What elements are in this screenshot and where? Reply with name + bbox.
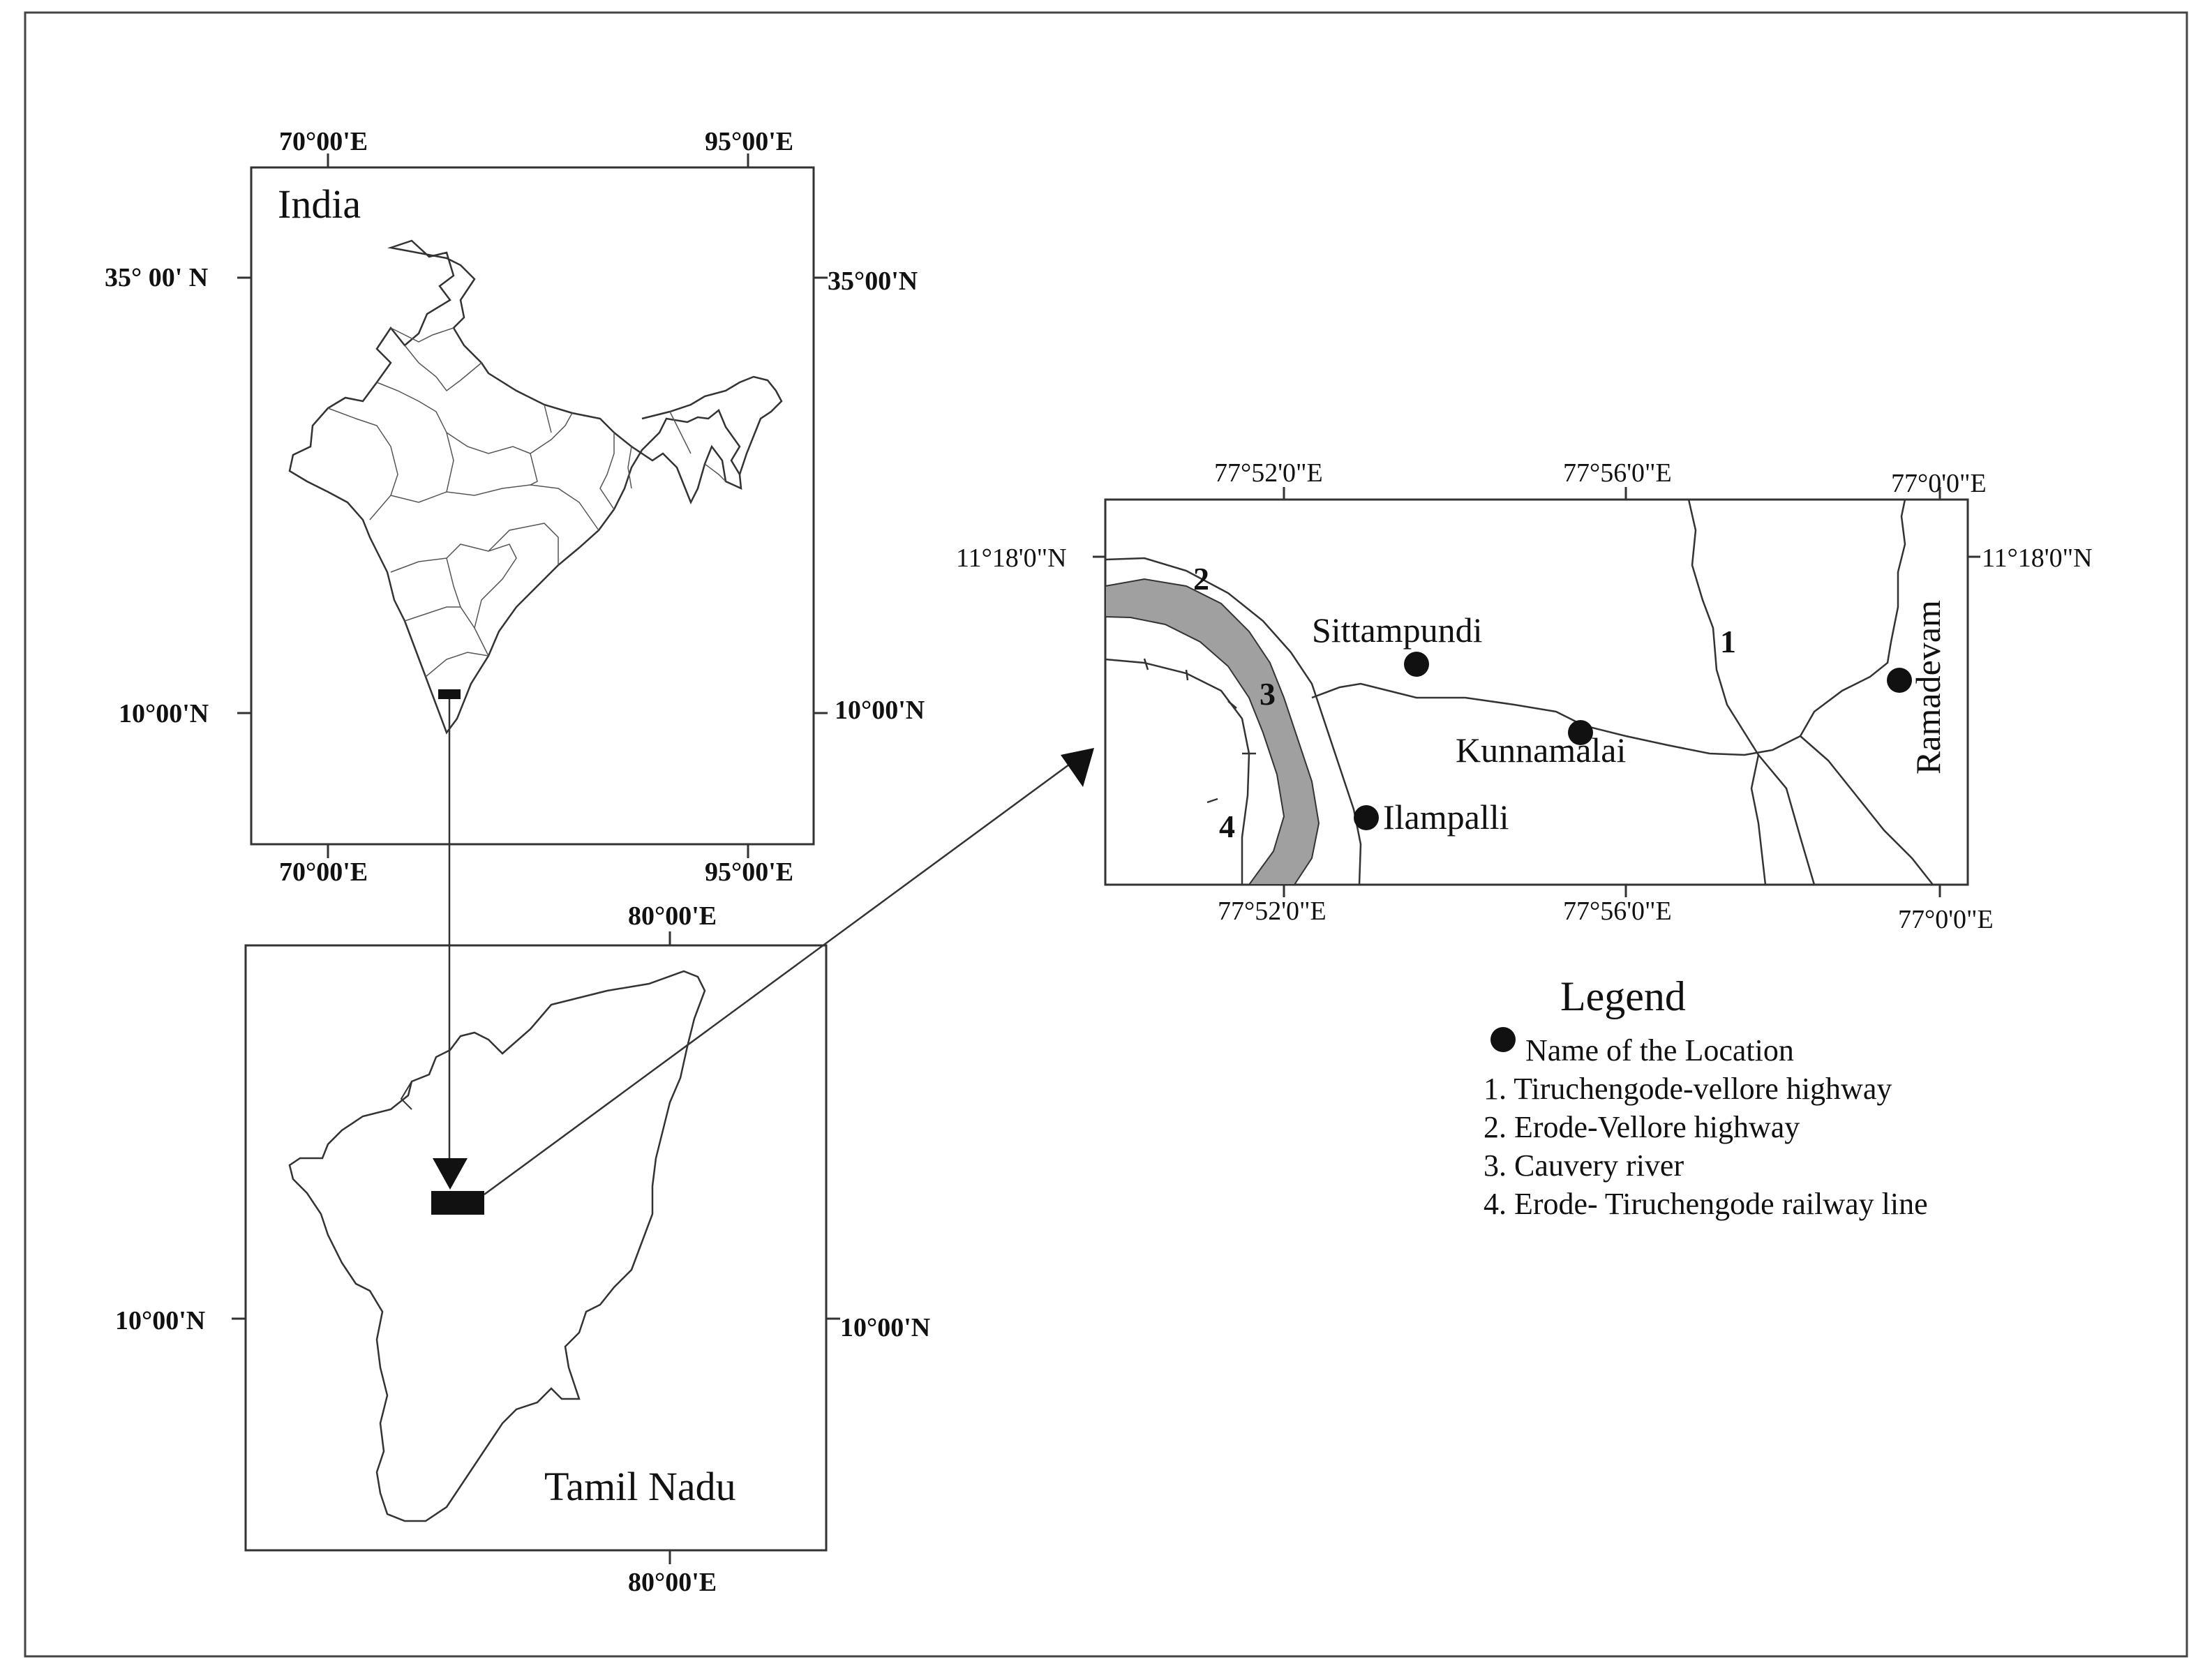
- india-right-top-latitude: 35°00'N: [828, 267, 918, 296]
- legend-marker-label: Name of the Location: [1525, 1033, 1794, 1067]
- ramadevam-label: Ramadevam: [1908, 600, 1948, 774]
- tamilnadu-top-longitude: 80°00'E: [628, 901, 717, 931]
- studyarea-bottom-longitude-2: 77°56'0"E: [1563, 897, 1672, 926]
- tamilnadu-map-title: Tamil Nadu: [544, 1464, 736, 1509]
- india-map-panel: 70°00'E 95°00'E 70°00'E 95°00'E 35° 00' …: [105, 127, 925, 1158]
- sittampundi-label: Sittampundi: [1312, 610, 1482, 650]
- outer-frame: [24, 11, 2188, 1658]
- feature-number-1: 1: [1720, 624, 1736, 659]
- india-top-left-longitude: 70°00'E: [279, 127, 368, 156]
- erode-tiruchengode-railway: [1105, 658, 1250, 885]
- india-bottom-left-longitude: 70°00'E: [279, 857, 368, 887]
- india-left-bottom-latitude: 10°00'N: [119, 699, 209, 728]
- india-top-right-longitude: 95°00'E: [705, 127, 793, 156]
- tamilnadu-map-frame: [244, 944, 828, 1552]
- studyarea-top-longitude-1: 77°52'0"E: [1214, 458, 1323, 488]
- studyarea-bottom-longitude-1: 77°52'0"E: [1218, 897, 1327, 926]
- studyarea-top-longitude-2: 77°56'0"E: [1563, 458, 1672, 488]
- kunnamalai-marker: [1568, 720, 1593, 745]
- tiruchengode-vellore-highway: [1687, 499, 1767, 885]
- feature-number-4: 4: [1219, 809, 1235, 844]
- tamilnadu-study-area-block: [431, 1191, 484, 1215]
- tamilnadu-outline: [288, 970, 706, 1522]
- india-map-frame: [250, 166, 815, 846]
- road-to-ramadevam: [1799, 499, 1906, 737]
- legend-title: Legend: [1560, 973, 1686, 1019]
- feature-number-2: 2: [1193, 561, 1209, 597]
- study-area-frame: [1104, 498, 1969, 886]
- india-map-title: India: [278, 181, 361, 227]
- sittampundi-marker: [1404, 652, 1429, 677]
- legend-location-marker: [1490, 1027, 1516, 1052]
- legend-item-2: 2. Erode-Vellore highway: [1484, 1110, 1800, 1144]
- kunnamalai-label: Kunnamalai: [1456, 730, 1626, 770]
- ilampalli-label: Ilampalli: [1383, 797, 1509, 837]
- tamilnadu-right-latitude: 10°00'N: [840, 1313, 930, 1342]
- legend-item-4: 4. Erode- Tiruchengode railway line: [1484, 1187, 1928, 1221]
- study-area-map-panel: 77°52'0"E 77°56'0"E 77°0'0"E 77°52'0"E 7…: [956, 458, 2093, 934]
- studyarea-right-latitude: 11°18'0"N: [1982, 544, 2093, 573]
- tamilnadu-bottom-longitude: 80°00'E: [628, 1568, 717, 1597]
- studyarea-arrowhead: [1061, 748, 1094, 787]
- legend-item-3: 3. Cauvery river: [1484, 1148, 1684, 1183]
- legend: Legend Name of the Location 1. Tirucheng…: [1484, 973, 1928, 1221]
- ilampalli-marker: [1354, 805, 1379, 830]
- india-northeast-outline: [641, 375, 783, 475]
- road-south-from-junction: [1758, 754, 1816, 885]
- studyarea-left-latitude: 11°18'0"N: [956, 544, 1067, 573]
- india-study-area-marker: [438, 689, 461, 699]
- main-road-east-west: [1311, 682, 1801, 756]
- cauvery-river: [1105, 578, 1320, 885]
- studyarea-bottom-longitude-3: 77°0'0"E: [1898, 905, 1994, 934]
- india-outline: [288, 239, 742, 735]
- tamilnadu-down-arrow: [433, 1158, 468, 1190]
- ramadevam-marker: [1887, 668, 1912, 693]
- tamilnadu-to-studyarea-connector: [484, 759, 1075, 1196]
- tamilnadu-map-panel: 80°00'E 80°00'E 10°00'N 10°00'N Tamil Na…: [115, 748, 1094, 1597]
- tamilnadu-left-latitude: 10°00'N: [115, 1306, 205, 1335]
- india-left-top-latitude: 35° 00' N: [105, 263, 208, 292]
- india-bottom-right-longitude: 95°00'E: [705, 857, 793, 887]
- studyarea-top-longitude-3: 77°0'0"E: [1891, 469, 1987, 498]
- legend-item-1: 1. Tiruchengode-vellore highway: [1484, 1072, 1892, 1106]
- feature-number-3: 3: [1260, 676, 1276, 712]
- india-state-boundaries: [327, 327, 726, 677]
- road-southeast: [1800, 735, 1934, 885]
- india-right-bottom-latitude: 10°00'N: [835, 696, 925, 725]
